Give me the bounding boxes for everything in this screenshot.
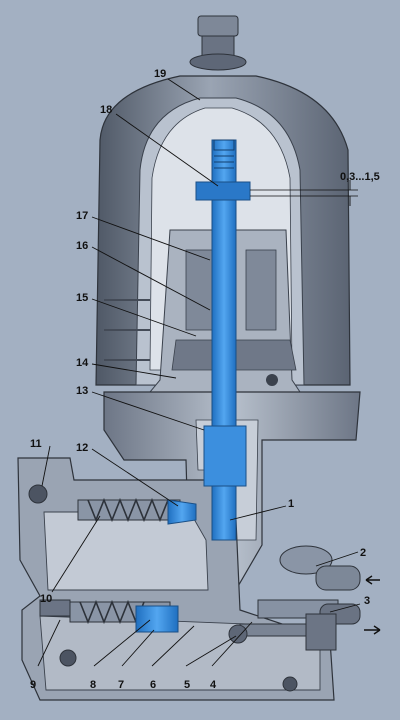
label-9: 9 <box>30 679 36 691</box>
label-5: 5 <box>184 679 190 691</box>
label-18: 18 <box>100 104 112 116</box>
label-10: 10 <box>40 593 52 605</box>
label-12: 12 <box>76 442 88 454</box>
lower-valve-spring <box>39 599 179 633</box>
label-17: 17 <box>76 210 88 222</box>
label-19: 19 <box>154 68 166 80</box>
label-7: 7 <box>118 679 124 691</box>
label-2: 2 <box>360 547 366 559</box>
label-15: 15 <box>76 292 88 304</box>
label-clearance: 0,3...1,5 <box>340 171 380 183</box>
cap-nut <box>189 15 247 71</box>
label-13: 13 <box>76 385 88 397</box>
leader-lines <box>37 78 361 667</box>
label-4: 4 <box>210 679 217 691</box>
label-6: 6 <box>150 679 156 691</box>
flow-arrows <box>364 575 381 635</box>
label-8: 8 <box>90 679 96 691</box>
base-block <box>17 457 335 701</box>
rotor-axle <box>195 139 251 541</box>
upper-valve-spring <box>77 497 197 525</box>
label-14: 14 <box>76 357 89 369</box>
label-16: 16 <box>76 240 88 252</box>
label-11: 11 <box>30 438 42 450</box>
clearance-indicator <box>250 180 358 206</box>
part-labels: 19 18 17 16 15 14 13 12 11 10 9 8 7 6 5 … <box>30 68 380 691</box>
label-3: 3 <box>364 595 370 607</box>
outlet-fittings <box>228 545 361 651</box>
label-1: 1 <box>288 498 294 510</box>
